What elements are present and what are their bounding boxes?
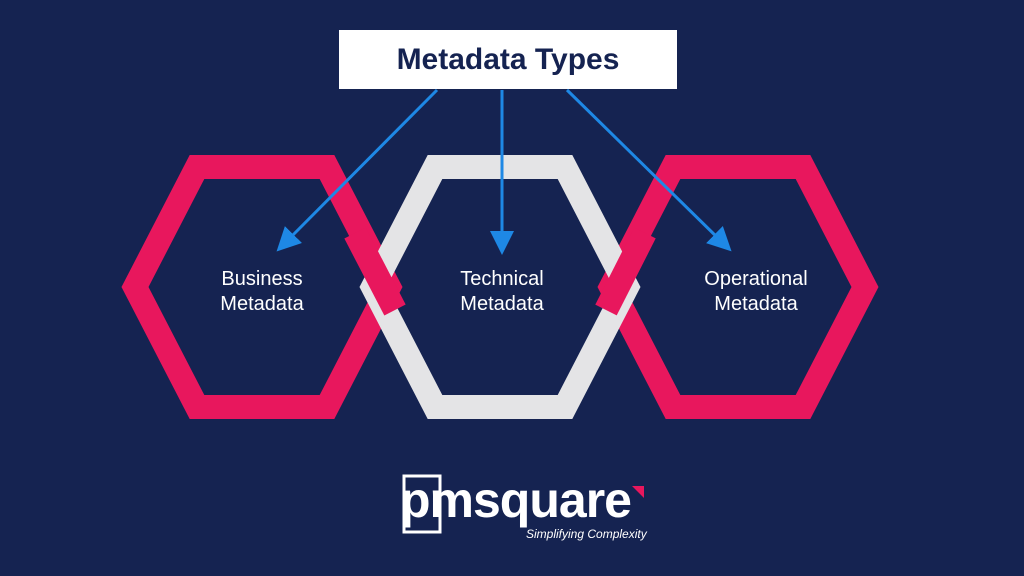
business-label-line2: Metadata xyxy=(220,293,304,315)
technical-label-line1: Technical xyxy=(460,268,544,290)
business-hexagon-overlap xyxy=(344,227,406,316)
logo-mark-icon xyxy=(402,474,644,534)
operational-label-line1: Operational xyxy=(704,268,808,290)
logo-wordmark: pmsquare xyxy=(400,472,632,528)
title-box: Metadata Types xyxy=(339,30,677,89)
arrow-to-business xyxy=(276,88,439,252)
operational-label-line2: Metadata xyxy=(714,293,798,315)
operational-hexagon-overlap xyxy=(595,227,656,316)
arrow-to-operational xyxy=(565,88,732,252)
business-label-line1: Business xyxy=(221,268,303,290)
technical-metadata-label: Technical Metadata xyxy=(412,267,592,317)
diagram-title: Metadata Types xyxy=(396,42,620,76)
pmsquare-logo: pmsquare Simplifying Complexity xyxy=(400,470,660,542)
business-metadata-label: Business Metadata xyxy=(172,267,352,317)
logo-tagline: Simplifying Complexity xyxy=(526,527,647,541)
operational-metadata-label: Operational Metadata xyxy=(666,267,846,317)
operational-hexagon xyxy=(597,155,879,419)
technical-label-line2: Metadata xyxy=(460,293,544,315)
